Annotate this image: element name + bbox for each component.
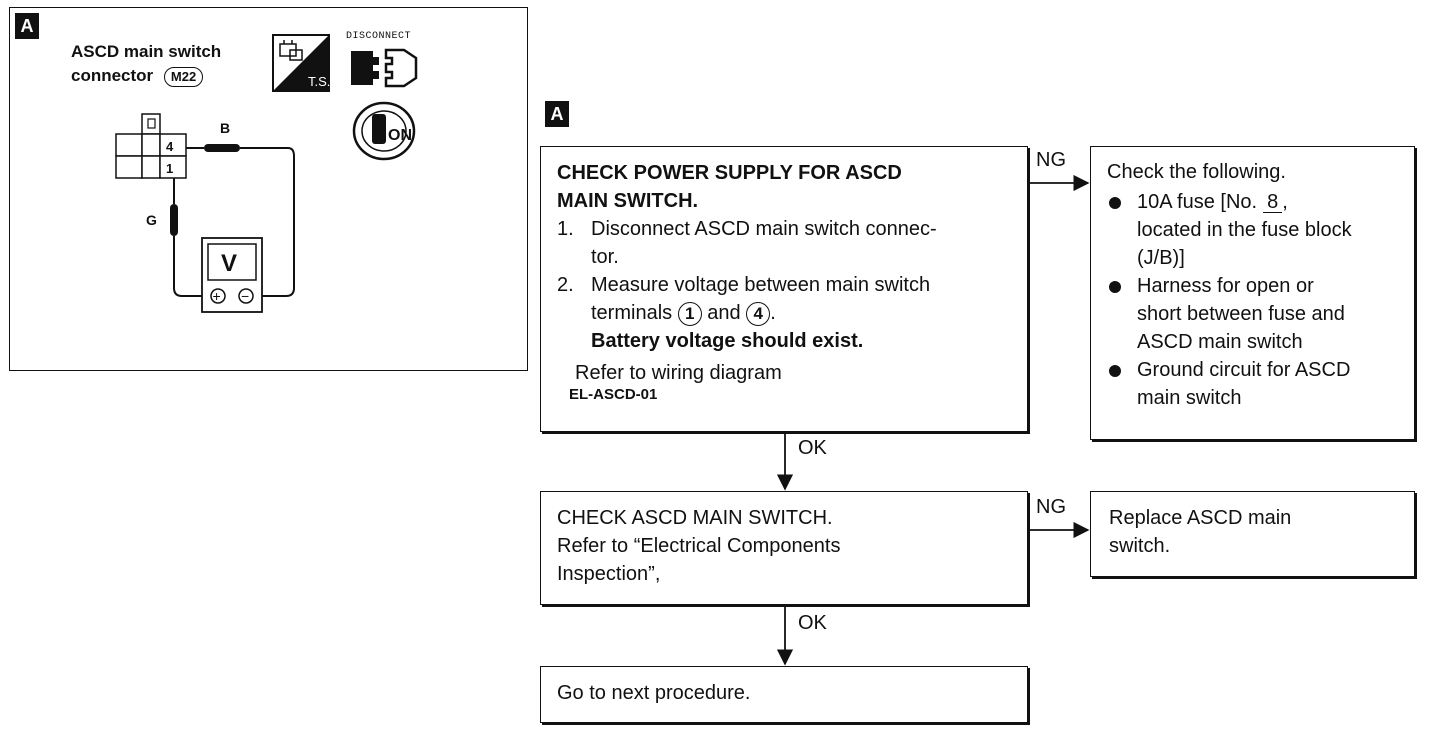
step1-item-2: 2. Measure voltage between main switch t… [557,271,1011,355]
fuse-item: 10A fuse [No.8, located in the fuse bloc… [1107,188,1398,272]
wiring-diagram-code: EL-ASCD-01 [569,386,658,403]
step2-line3: Inspection”, [557,563,661,585]
battery-voltage-note: Battery voltage should exist. [591,330,864,352]
step1-instructions: 1. Disconnect ASCD main switch connec- t… [557,215,1011,355]
voltmeter-label: V [221,250,237,277]
terminal-4-circle: 4 [746,301,771,326]
replace-line2: switch. [1109,535,1171,557]
replace-switch-box: Replace ASCD main switch. [1090,491,1415,577]
connector-title-line1: ASCD main switch [71,42,222,61]
ground-item: Ground circuit for ASCD main switch [1107,356,1398,412]
disconnect-label: DISCONNECT [346,31,412,42]
key-on-label: ON [388,127,412,144]
test-diagram-panel [9,7,528,371]
fuse-number: 8 [1263,192,1283,213]
meter-plus-terminal: + [213,288,221,304]
bullet-icon [1109,197,1121,209]
voltmeter-wiring-diagram: 4 1 B G V + − [108,108,308,318]
meter-minus-terminal: − [241,288,249,304]
flow-badge: A [545,101,569,127]
ng-label-1: NG [1036,149,1066,171]
wire-color-g: G [146,212,157,228]
step1-title-line1: CHECK POWER SUPPLY FOR ASCD [557,162,902,184]
step2-line1: CHECK ASCD MAIN SWITCH. [557,507,833,529]
replace-line1: Replace ASCD main [1109,507,1292,529]
step1-title-line2: MAIN SWITCH. [557,190,699,212]
terminal-4-label: 4 [166,139,174,154]
connector-title-line2: connector [71,66,154,85]
terminal-1-circle: 1 [677,301,702,326]
ignition-on-icon: ON [350,100,422,162]
wiring-diagram-ref: Refer to wiring diagram [575,362,782,384]
ng-label-2: NG [1036,496,1066,518]
check-main-switch-box: CHECK ASCD MAIN SWITCH. Refer to “Electr… [540,491,1028,605]
check-following-box: Check the following. 10A fuse [No.8, loc… [1090,146,1415,440]
bullet-icon [1109,365,1121,377]
next-procedure-box: Go to next procedure. [540,666,1028,723]
ok-label-1: OK [798,437,827,459]
voltmeter: V + − [201,237,263,313]
step1-item-1: 1. Disconnect ASCD main switch connec- t… [557,218,937,268]
connector-face: 4 1 [115,113,187,179]
ts-harness-icon: T.S. [272,34,330,92]
ts-label: T.S. [308,74,330,89]
connector-id-badge: M22 [163,66,204,87]
check-following-list: 10A fuse [No.8, located in the fuse bloc… [1107,188,1398,412]
bullet-icon [1109,281,1121,293]
step3-line1: Go to next procedure. [557,682,751,704]
wire-color-b: B [220,120,230,136]
ok-label-2: OK [798,612,827,634]
check-following-title: Check the following. [1107,161,1286,183]
check-power-supply-box: CHECK POWER SUPPLY FOR ASCD MAIN SWITCH.… [540,146,1028,432]
panel-badge: A [15,13,39,39]
terminal-1-label: 1 [166,161,173,176]
disconnect-connector-icon [348,44,420,92]
harness-item: Harness for open or short between fuse a… [1107,272,1398,356]
connector-title: ASCD main switch connector M22 [71,40,221,88]
step2-line2: Refer to “Electrical Components [557,535,841,557]
